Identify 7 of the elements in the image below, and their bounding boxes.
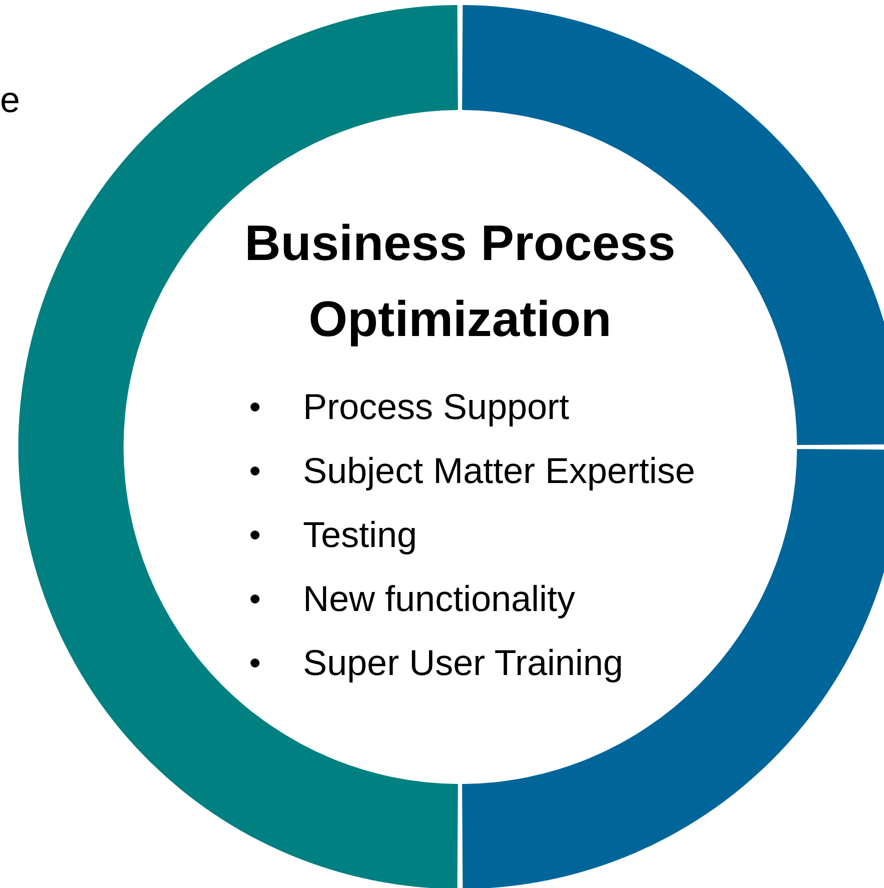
bullet-text: Super User Training	[303, 642, 624, 683]
bullet-text: Testing	[303, 514, 418, 555]
bullet-text: New functionality	[303, 578, 576, 619]
bullet-text: Process Support	[303, 386, 570, 427]
text-fragment: e	[0, 78, 20, 122]
heading: Business Process Optimization	[244, 214, 676, 349]
bullet-text: Subject Matter Expertise	[303, 450, 696, 491]
